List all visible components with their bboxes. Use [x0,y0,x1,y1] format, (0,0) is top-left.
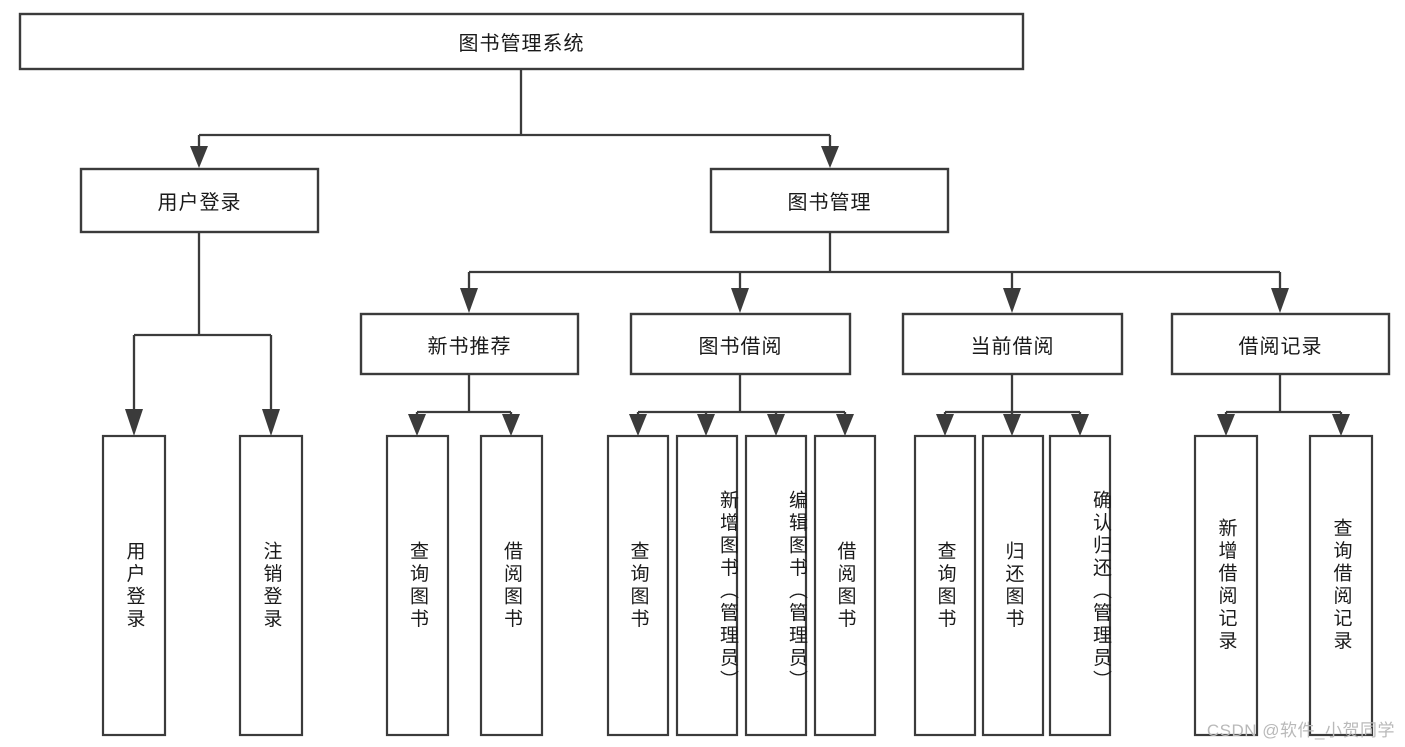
node-leaf-query-borrow-record[interactable] [1308,434,1374,737]
connector-group-current [936,374,1089,436]
arrowhead-login-leaf-1 [125,409,143,436]
connector-group-newbooks [408,374,520,436]
node-leaf-confirm-return-admin[interactable] [1048,434,1112,737]
connector-group-borrow [629,374,854,436]
arrowhead-login-leaf-2 [262,409,280,436]
arrowhead-records-leaf-1 [1217,414,1235,436]
node-leaf-return-book[interactable] [981,434,1045,737]
arrowhead-current-leaf-3 [1071,414,1089,436]
node-leaf-edit-book-admin[interactable] [744,434,808,737]
arrowhead-current-leaf-2 [1003,414,1021,436]
arrowhead-borrow-leaf-1 [629,414,647,436]
node-leaf-borrow-book-bb[interactable] [813,434,877,737]
node-current-borrow[interactable] [901,312,1124,376]
arrowhead-bookmgmt-child-3 [1003,288,1021,313]
connector-group-bookmgmt [460,232,1289,313]
arrowhead-bookmgmt-child-2 [731,288,749,313]
node-leaf-query-book-nb[interactable] [385,434,450,737]
arrowhead-bookmgmt-child-1 [460,288,478,313]
node-leaf-add-borrow-record[interactable] [1193,434,1259,737]
arrowhead-current-leaf-1 [936,414,954,436]
connector-group-login [125,232,280,436]
connector-group-root [190,70,839,168]
watermark-text: CSDN @软件_小贺同学 [1206,721,1395,740]
node-leaf-user-login[interactable] [101,434,167,737]
arrowhead-newbooks-leaf-2 [502,414,520,436]
node-root[interactable] [18,12,1025,71]
arrowhead-newbooks-leaf-1 [408,414,426,436]
arrowhead-bookmgmt-child-4 [1271,288,1289,313]
arrowhead-borrow-leaf-2 [697,414,715,436]
node-new-book-recommend[interactable] [359,312,580,376]
node-book-management[interactable] [709,167,950,234]
node-leaf-logout[interactable] [238,434,304,737]
arrowhead-root-to-bookmgmt [821,146,839,168]
connector-group-records [1217,374,1350,436]
node-user-login[interactable] [79,167,320,234]
node-leaf-add-book-admin[interactable] [675,434,739,737]
node-borrow-records[interactable] [1170,312,1391,376]
node-leaf-query-book-cb[interactable] [913,434,977,737]
arrowhead-borrow-leaf-3 [767,414,785,436]
node-leaf-query-book-bb[interactable] [606,434,670,737]
node-book-borrow[interactable] [629,312,852,376]
node-leaf-borrow-book-nb[interactable] [479,434,544,737]
arrowhead-records-leaf-2 [1332,414,1350,436]
arrowhead-root-to-login [190,146,208,168]
arrowhead-borrow-leaf-4 [836,414,854,436]
